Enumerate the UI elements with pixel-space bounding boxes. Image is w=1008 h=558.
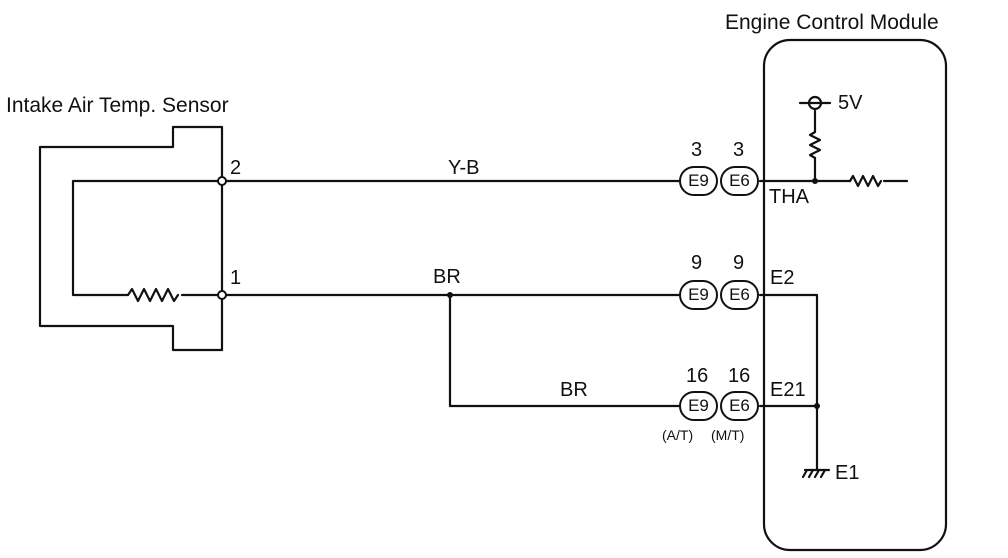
sensor-terminal-1 <box>217 290 227 300</box>
connector-e6-row3: E6 <box>720 391 759 421</box>
connector-e9-row1: E9 <box>679 166 718 196</box>
sensor-thermistor <box>126 287 180 303</box>
terminal-tha: THA <box>769 186 809 208</box>
conn-pin-e6-row3: 16 <box>728 365 751 387</box>
sensor-housing <box>38 125 224 352</box>
conn-pin-e9-row3: 16 <box>686 365 709 387</box>
conn-pin-e9-row1: 3 <box>691 139 703 161</box>
wire-label-br-2: BR <box>560 379 588 401</box>
conn-pin-e6-row2: 9 <box>733 252 745 274</box>
connector-e9-row2: E9 <box>679 280 718 310</box>
tha-resistor <box>848 174 883 188</box>
conn-pin-e6-row1: 3 <box>733 139 745 161</box>
terminal-5v: 5V <box>838 92 863 114</box>
junction-tha <box>812 178 818 184</box>
terminal-e21: E21 <box>770 379 806 401</box>
sensor-pin-1: 1 <box>230 267 242 289</box>
sensor-inner-loop <box>71 179 224 297</box>
sensor-pin-2: 2 <box>230 157 242 179</box>
ground-bus <box>762 293 819 472</box>
ecm-title: Engine Control Module <box>725 11 939 34</box>
junction-e21 <box>814 403 820 409</box>
connector-e9-row3: E9 <box>679 391 718 421</box>
connector-e6-row1: E6 <box>720 166 759 196</box>
pullup-resistor <box>808 130 822 160</box>
sensor-title: Intake Air Temp. Sensor <box>6 94 229 117</box>
connector-e6-row2: E6 <box>720 280 759 310</box>
note-mt: (M/T) <box>711 427 745 443</box>
junction-br <box>447 292 453 298</box>
wire-label-yb: Y-B <box>448 157 480 179</box>
terminal-e1: E1 <box>835 462 860 484</box>
sensor-terminal-2 <box>217 176 227 186</box>
terminal-e2: E2 <box>770 267 795 289</box>
wire-label-br-1: BR <box>433 266 461 288</box>
note-at: (A/T) <box>662 427 694 443</box>
conn-pin-e9-row2: 9 <box>691 252 703 274</box>
wire-br-e21 <box>448 293 682 408</box>
